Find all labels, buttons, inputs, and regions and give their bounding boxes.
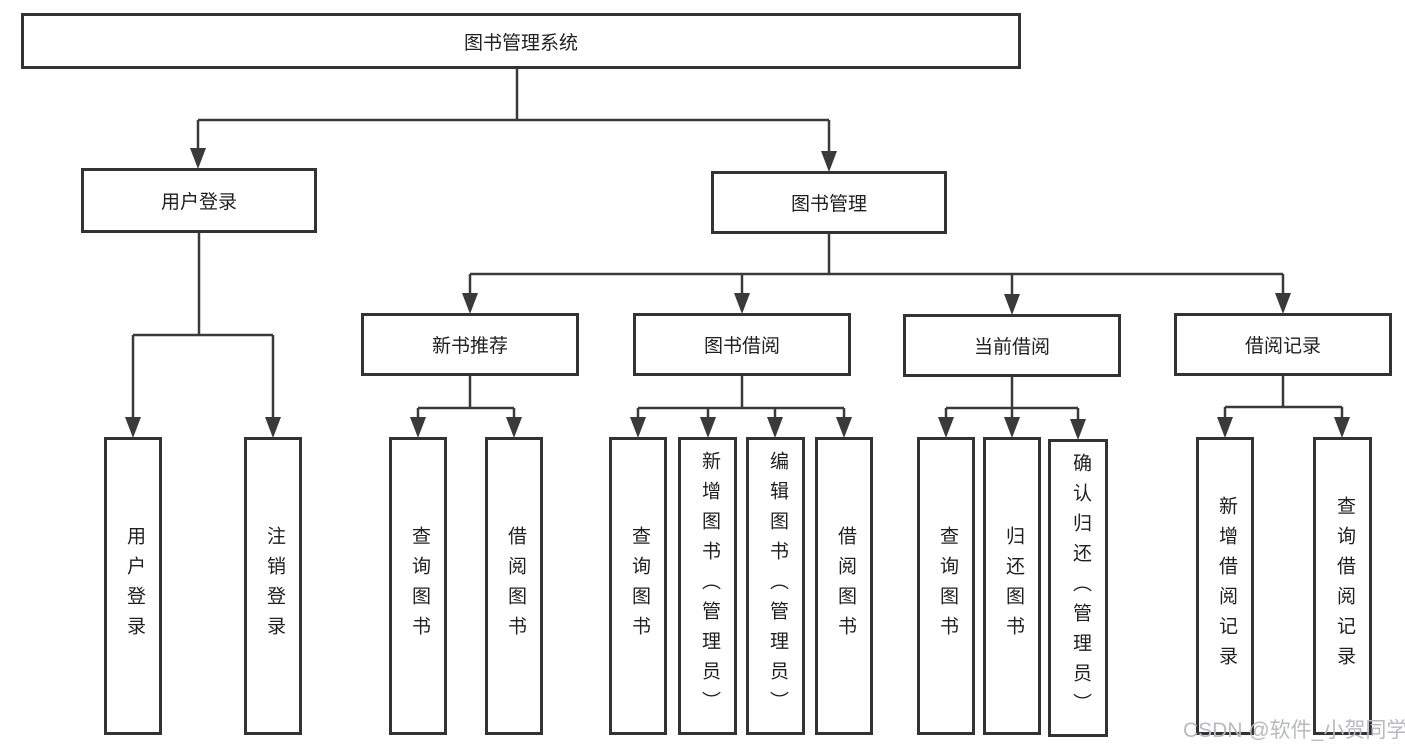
leaf-user-login: 用户登录 — [104, 437, 162, 735]
leaf-borrow-borrow-book: 借阅图书 — [815, 437, 873, 735]
leaf-logout: 注销登录 — [244, 437, 302, 735]
leaf-recommend-query-book: 查询图书 — [389, 437, 447, 735]
node-book-management: 图书管理 — [711, 171, 947, 234]
arrowheads — [125, 148, 1350, 440]
leaf-current-query-book: 查询图书 — [917, 437, 975, 735]
node-current-borrow: 当前借阅 — [903, 314, 1121, 377]
leaf-current-return-book: 归还图书 — [983, 437, 1041, 735]
leaf-borrow-edit-book-admin: 编辑图书（管理员） — [746, 437, 805, 735]
leaf-records-query-record: 查询借阅记录 — [1313, 437, 1372, 735]
node-user-login: 用户登录 — [81, 168, 317, 233]
node-new-book-recommend: 新书推荐 — [361, 313, 579, 376]
leaf-borrow-query-book: 查询图书 — [609, 437, 667, 735]
leaf-records-add-record: 新增借阅记录 — [1196, 437, 1254, 735]
leaf-current-confirm-return-admin: 确认归还（管理员） — [1048, 439, 1108, 737]
node-book-borrow: 图书借阅 — [633, 313, 851, 376]
node-borrow-records: 借阅记录 — [1174, 313, 1392, 376]
node-root: 图书管理系统 — [21, 13, 1021, 69]
leaf-borrow-add-book-admin: 新增图书（管理员） — [678, 437, 737, 735]
watermark: CSDN @软件_小贺同学 — [1183, 719, 1405, 742]
leaf-recommend-borrow-book: 借阅图书 — [485, 437, 543, 735]
